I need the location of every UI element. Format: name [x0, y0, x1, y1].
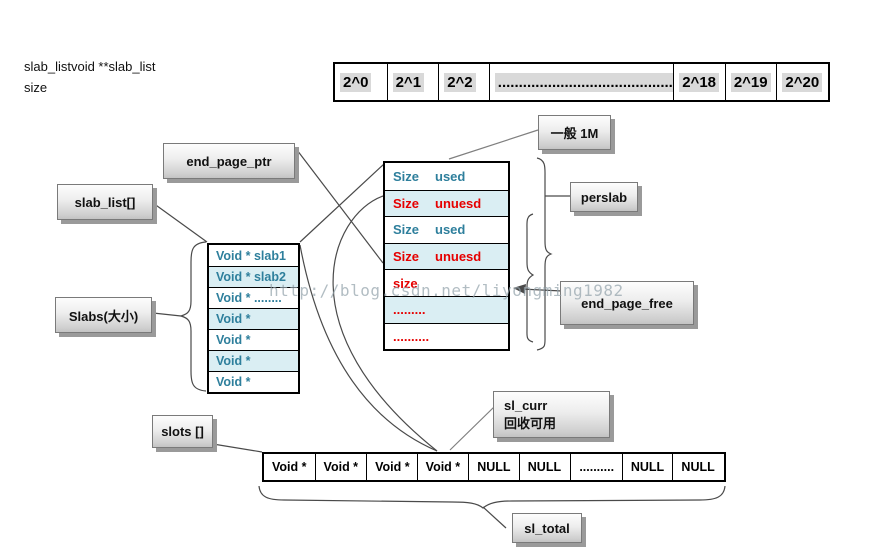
table-row: Size unuesd	[385, 242, 508, 270]
header-line-size: size	[24, 80, 48, 95]
slot-cell: ..........	[570, 454, 622, 480]
brace-sizetable-inner	[526, 213, 535, 343]
slot-cell: Void *	[366, 454, 417, 480]
slot-cell: NULL	[518, 454, 571, 480]
line-brace-to-sltotal	[482, 506, 507, 529]
line-endpagefree-arrow	[520, 288, 563, 292]
table-row: Void *	[209, 350, 298, 371]
size-class-value: 2^1	[392, 72, 425, 92]
table-cell: 2^20	[776, 64, 828, 100]
line-slabs-to-brace	[152, 312, 182, 317]
line-sizetable-to-slabtable	[299, 163, 385, 243]
table-row: ..........	[385, 322, 508, 350]
label-slots: slots []	[152, 415, 213, 448]
table-row: Size used	[385, 163, 508, 190]
table-row: .........	[385, 295, 508, 323]
table-cell: 2^1	[386, 64, 439, 100]
chunk-size-label: Size	[393, 168, 420, 184]
size-classes-table: 2^0 2^1 2^2 ............................…	[333, 62, 830, 102]
size-class-value: 2^18	[679, 72, 720, 92]
brace-sltotal	[258, 485, 726, 509]
slot-cell: Void *	[416, 454, 469, 480]
chunk-size-label: Size	[393, 249, 420, 265]
table-row: size	[385, 269, 508, 296]
line-slablist-to-slabtable	[152, 202, 208, 243]
table-row: Void * ........	[209, 287, 298, 308]
table-cell: 2^18	[673, 64, 725, 100]
chunk-state: used	[435, 222, 466, 238]
chunk-size-label: size	[393, 275, 418, 291]
table-cell: ........................................…	[488, 64, 673, 100]
label-perslab: perslab	[570, 182, 638, 212]
header-line-slab-list: slab_listvoid **slab_list	[24, 59, 156, 74]
arrowhead-icon	[513, 284, 526, 294]
table-row: Void *	[209, 308, 298, 329]
chunk-ellipsis: ..........	[393, 328, 430, 344]
label-sl-total: sl_total	[512, 513, 582, 543]
slot-cell: Void *	[314, 454, 367, 480]
size-class-value: 2^0	[340, 72, 372, 92]
table-row: Size used	[385, 216, 508, 243]
table-row: Void *	[209, 371, 298, 392]
table-row: Void * slab1	[216, 248, 286, 263]
size-class-ellipsis: ........................................…	[494, 72, 673, 92]
line-endpageptr-to-sizetable	[296, 149, 384, 264]
brace-sizetable-outer	[536, 157, 553, 351]
table-row: Void * slab2	[209, 266, 298, 287]
label-end-page-ptr: end_page_ptr	[163, 143, 295, 179]
chunk-size-label: Size	[393, 195, 420, 211]
chunk-size-label: Size	[393, 222, 420, 238]
line-general1m-to-sizetable	[448, 129, 539, 160]
size-class-value: 2^2	[444, 72, 476, 92]
curve-slabtable-to-bottomtable	[299, 244, 438, 452]
curve-sizetable-to-bottomtable	[332, 195, 438, 452]
size-class-value: 2^19	[730, 72, 771, 92]
slab-list-table: Void * slab1 Void * slab2 Void * .......…	[207, 243, 300, 394]
label-slab-list: slab_list[]	[57, 184, 153, 220]
slots-array-table: Void * Void * Void * Void * NULL NULL ..…	[262, 452, 726, 482]
diagram-header: slab_listvoid **slab_list size	[24, 56, 156, 98]
table-cell: 2^2	[438, 64, 489, 100]
chunk-state: unuesd	[435, 195, 482, 211]
chunk-state: used	[435, 168, 466, 184]
line-slots-to-bottomtable	[212, 443, 263, 453]
line-bottomtable-to-slcurr	[449, 406, 495, 451]
label-slabs-size: Slabs(大小)	[55, 297, 152, 333]
slot-cell: NULL	[621, 454, 673, 480]
slot-cell: Void *	[272, 460, 307, 474]
chunk-state: unuesd	[435, 249, 482, 265]
sl-curr-note: 回收可用	[504, 415, 557, 431]
chunk-ellipsis: .........	[393, 302, 426, 318]
label-general-1m: 一般 1M	[538, 115, 611, 150]
sl-curr-name: sl_curr	[504, 397, 548, 413]
brace-slabs	[178, 241, 207, 392]
slot-cell: NULL	[468, 454, 519, 480]
table-row: Size unuesd	[385, 189, 508, 217]
slot-cell: NULL	[672, 454, 724, 480]
size-class-value: 2^20	[782, 72, 823, 92]
table-cell: 2^0	[335, 64, 387, 100]
label-sl-curr: sl_curr 回收可用	[493, 391, 610, 438]
table-row: Void *	[209, 329, 298, 350]
label-end-page-free: end_page_free	[560, 281, 694, 325]
table-cell: 2^19	[724, 64, 777, 100]
